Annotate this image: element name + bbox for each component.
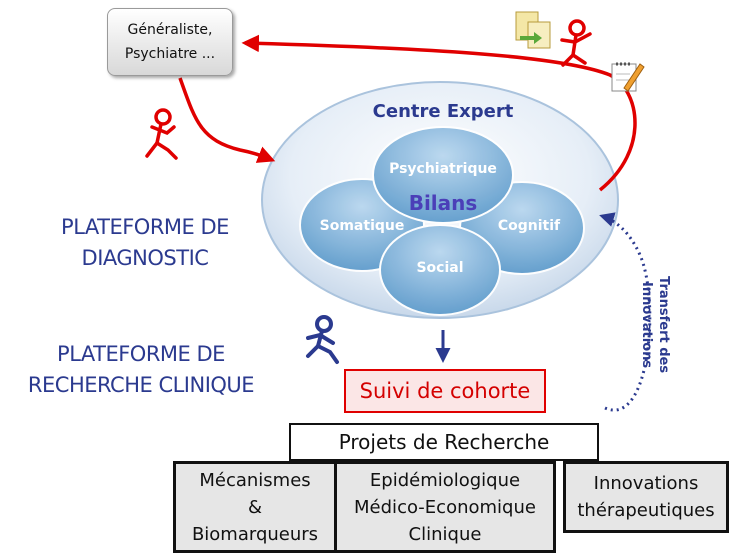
transfer-document-icon [515, 11, 551, 49]
plateforme-recherche-line1: PLATEFORME DE [57, 342, 225, 366]
running-person-red-icon [145, 108, 178, 160]
transfert-line1: Transfert des [656, 276, 671, 374]
running-person-navy-icon [306, 315, 339, 364]
mecanismes-line2: & [247, 496, 263, 518]
mecanismes-line3: Biomarqueurs [191, 523, 319, 545]
innovations-line1: Innovations [593, 473, 699, 494]
plateforme-diagnostic: PLATEFORME DE DIAGNOSTIC [0, 212, 290, 274]
running-person-red-top-icon [560, 19, 592, 67]
somatique-label: Somatique [319, 218, 405, 234]
bilans-label: Bilans [408, 191, 478, 215]
psychiatrique-bubble [372, 126, 514, 224]
generaliste-box: Généraliste, Psychiatre ... [107, 8, 233, 76]
epidemiologique-line1: Epidémiologique [369, 469, 521, 491]
social-label: Social [416, 260, 464, 276]
notepad-pencil-icon [611, 62, 645, 92]
referral-in-arrow [178, 77, 276, 163]
epidemiologique-box: Epidémiologique Médico-Economique Cliniq… [334, 461, 556, 553]
suivi-cohorte-label: Suivi de cohorte [359, 379, 531, 403]
innovations-box: Innovations thérapeutiques [563, 461, 729, 533]
suivi-cohorte-box: Suivi de cohorte [344, 369, 546, 413]
referral-back-arrow [241, 34, 637, 192]
plateforme-recherche-line2: RECHERCHE CLINIQUE [27, 373, 255, 397]
cognitif-label: Cognitif [497, 218, 561, 234]
psychiatrique-label: Psychiatrique [389, 161, 497, 177]
plateforme-diagnostic-line1: PLATEFORME DE [61, 215, 229, 239]
plateforme-diagnostic-line2: DIAGNOSTIC [81, 246, 209, 270]
mecanismes-box: Mécanismes & Biomarqueurs [173, 461, 337, 553]
generaliste-line1: Généraliste, [127, 22, 213, 38]
transfert-label: Transfert des Innovations [632, 260, 672, 390]
mecanismes-line1: Mécanismes [199, 469, 311, 491]
epidemiologique-line2: Médico-Economique [354, 496, 536, 518]
epidemiologique-line3: Clinique [408, 523, 482, 545]
bilans-bubbles [299, 126, 585, 316]
plateforme-recherche: PLATEFORME DE RECHERCHE CLINIQUE [0, 339, 282, 401]
projets-recherche-box: Projets de Recherche [289, 423, 599, 461]
social-bubble [379, 224, 501, 316]
projets-recherche-label: Projets de Recherche [338, 430, 550, 454]
centre-expert-title: Centre Expert [372, 101, 514, 122]
transfert-line2: Innovations [639, 281, 654, 369]
innovations-line2: thérapeutiques [577, 500, 715, 521]
transfert-dotted-arrow [599, 212, 652, 412]
generaliste-line2: Psychiatre ... [124, 46, 216, 62]
